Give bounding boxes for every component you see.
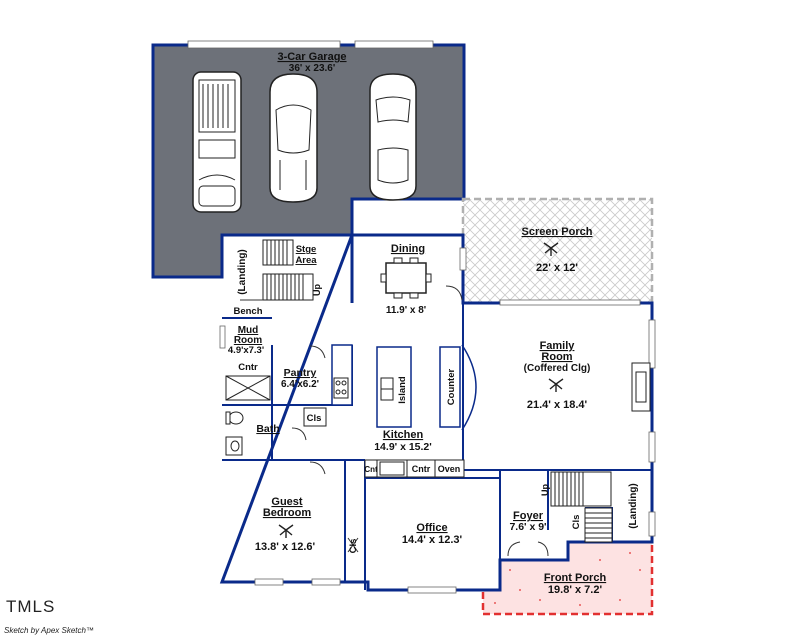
mls-logo: TMLS <box>6 597 56 616</box>
oven-label: Oven <box>438 464 461 474</box>
family-title-2: Room <box>541 351 572 363</box>
stairs-left: (Landing) Up Stge Area <box>237 239 322 301</box>
family-title-1: Family <box>540 340 576 352</box>
ceiling-fan-icon <box>543 242 559 256</box>
island-label: Island <box>397 376 408 404</box>
guest-title-1: Guest <box>271 496 303 508</box>
cntr-bottom-label: Cntr <box>412 464 431 474</box>
foyer-dims: 7.6' x 9' <box>509 521 546 533</box>
family-dims: 21.4' x 18.4' <box>527 399 588 411</box>
guest-title-2: Bedroom <box>263 507 312 519</box>
pantry: Pantry 6.4'x6.2' Cls <box>281 344 353 427</box>
office-title: Office <box>416 522 447 534</box>
car-icon <box>269 73 318 203</box>
mud-room-title-2: Room <box>234 335 262 346</box>
screen-porch-dims: 22' x 12' <box>536 262 578 274</box>
toilet-icon <box>225 411 244 425</box>
ceiling-fan-icon <box>548 378 564 392</box>
island: Island Counter <box>376 344 477 431</box>
landing-right-label: (Landing) <box>628 483 639 529</box>
bench-label: Bench <box>233 306 262 317</box>
ceiling-fan-icon <box>278 524 294 538</box>
guest-bedroom: Guest Bedroom 13.8' x 12.6' Cls <box>255 461 359 554</box>
cnt-small-label: Cnt <box>364 465 378 474</box>
sink-icon <box>380 377 394 401</box>
pantry-dims: 6.4'x6.2' <box>281 379 319 390</box>
counter-label: Counter <box>446 368 457 405</box>
bath: Bath <box>225 411 307 456</box>
family-room: Family Room (Coffered Clg) 21.4' x 18.4' <box>524 340 651 412</box>
pantry-title: Pantry <box>284 367 317 379</box>
cls-pantry-label: Cls <box>307 413 322 424</box>
foyer-title: Foyer <box>513 510 544 522</box>
office: Office 14.4' x 12.3' <box>402 522 463 546</box>
garage-dims: 36' x 23.6' <box>289 63 335 74</box>
garage: 3-Car Garage 36' x 23.6' <box>151 40 466 279</box>
mud-room-dims: 4.9'x7.3' <box>228 345 264 356</box>
front-porch-dims: 19.8' x 7.2' <box>548 584 603 596</box>
screen-porch-title: Screen Porch <box>522 226 593 238</box>
storage-line2: Area <box>295 255 317 266</box>
sketch-credit: Sketch by Apex Sketch™ <box>4 626 94 635</box>
foyer: Up Cls (Landing) Foyer 7.6' x 9' <box>507 471 639 557</box>
pickup-truck-icon <box>192 71 242 213</box>
cls-foyer-label: Cls <box>571 515 582 530</box>
front-porch-title: Front Porch <box>544 572 607 584</box>
sink-icon <box>225 436 243 456</box>
landing-left-label: (Landing) <box>237 249 248 295</box>
storage-line1: Stge <box>296 244 317 255</box>
kitchen-dims: 14.9' x 15.2' <box>374 441 432 453</box>
up-left-label: Up <box>312 284 322 296</box>
stove-icon <box>333 377 349 399</box>
fireplace-icon <box>631 362 651 412</box>
mud-room: Bench Mud Room 4.9'x7.3' Cntr <box>225 306 271 401</box>
garage-title: 3-Car Garage <box>277 51 346 63</box>
up-right-label: Up <box>540 484 550 496</box>
kitchen: Kitchen 14.9' x 15.2' Cnt Cntr Oven <box>364 429 465 478</box>
cntr-left-label: Cntr <box>238 362 258 373</box>
car-icon <box>369 73 417 201</box>
mud-room-title-1: Mud <box>238 325 259 336</box>
dining-title: Dining <box>391 243 425 255</box>
kitchen-title: Kitchen <box>383 429 424 441</box>
bath-title: Bath <box>256 423 279 435</box>
guest-dims: 13.8' x 12.6' <box>255 541 316 553</box>
screen-porch: Screen Porch 22' x 12' <box>461 197 654 305</box>
dining-dims: 11.9' x 8' <box>386 305 426 316</box>
cls-guest-label: Cls <box>348 539 359 554</box>
dining: Dining 11.9' x 8' <box>380 243 463 316</box>
family-note: (Coffered Clg) <box>524 363 591 374</box>
office-dims: 14.4' x 12.3' <box>402 534 463 546</box>
